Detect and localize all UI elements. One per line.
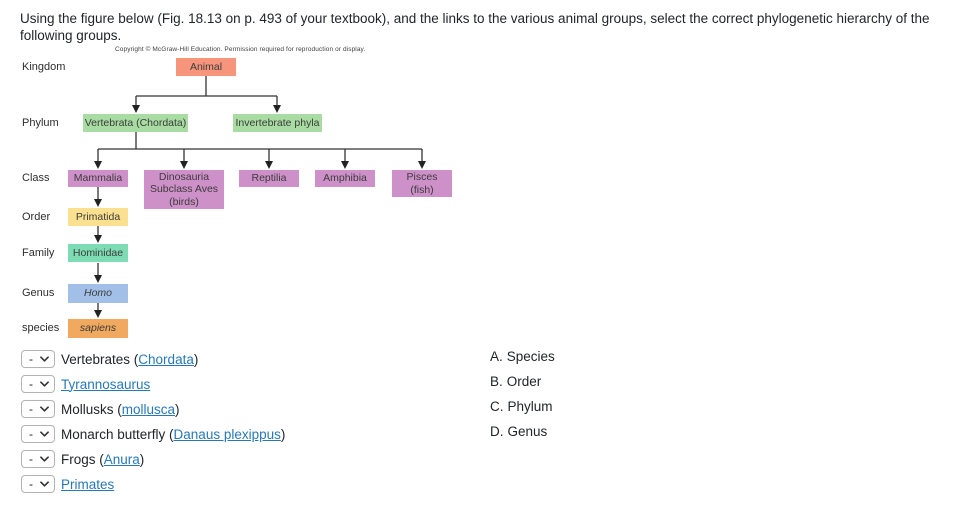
choice-label: Order (506, 374, 542, 389)
question-prefix: Mollusks ( (61, 401, 122, 417)
node-label: Subclass Aves (149, 183, 219, 196)
question-prefix: Vertebrates ( (61, 351, 139, 367)
question-prefix: Frogs ( (61, 451, 104, 467)
choice-a: A.Species (490, 349, 555, 364)
question-label: Tyrannosaurus (61, 377, 150, 392)
link-primates[interactable]: Primates (61, 476, 115, 492)
question-label: Monarch butterfly (Danaus plexippus) (61, 427, 285, 442)
link-anura[interactable]: Anura (103, 451, 140, 467)
choice-d: D.Genus (490, 424, 547, 439)
link-danaus-plexippus[interactable]: Danaus plexippus (173, 426, 281, 442)
hierarchy-select-tyrannosaurus[interactable]: - (21, 375, 55, 393)
choice-letter: D. (490, 424, 504, 439)
rank-label-class: Class (22, 172, 50, 184)
question-label: Primates (61, 477, 114, 492)
question-label: Mollusks (mollusca) (61, 402, 180, 417)
choice-c: C.Phylum (490, 399, 553, 414)
choice-label: Genus (507, 424, 548, 439)
question-prompt: Using the figure below (Fig. 18.13 on p.… (20, 11, 968, 44)
question-row-mollusks: - Mollusks (mollusca) (21, 399, 180, 419)
node-label: Hominidae (72, 246, 124, 259)
hierarchy-select-frogs[interactable]: - (21, 450, 55, 468)
node-label: Dinosauria (158, 170, 210, 183)
chevron-down-icon (40, 356, 49, 362)
link-chordata[interactable]: Chordata (138, 351, 194, 367)
link-mollusca[interactable]: mollusca (121, 401, 176, 417)
rank-label-phylum: Phylum (22, 117, 59, 129)
hierarchy-select-vertebrates[interactable]: - (21, 350, 55, 368)
choice-letter: A. (490, 349, 503, 364)
choice-letter: C. (490, 399, 504, 414)
node-pisces: Pisces (fish) (392, 170, 452, 197)
node-label: Pisces (406, 171, 438, 183)
rank-label-species: species (22, 322, 60, 334)
node-homo: Homo (68, 284, 128, 303)
question-suffix: ) (175, 401, 180, 417)
question-prefix: Monarch butterfly ( (61, 426, 174, 442)
node-label: Mammalia (73, 172, 123, 185)
node-label: Vertebrata (Chordata) (84, 116, 187, 129)
question-label: Frogs (Anura) (61, 452, 144, 467)
figure-copyright: Copyright © McGraw-Hill Education. Permi… (115, 46, 366, 53)
node-label: (birds) (169, 195, 199, 208)
node-label: Animal (189, 60, 223, 73)
chevron-down-icon (40, 406, 49, 412)
question-suffix: ) (280, 426, 286, 442)
chevron-down-icon (40, 381, 49, 387)
link-tyrannosaurus[interactable]: Tyrannosaurus (61, 376, 151, 392)
question-row-tyrannosaurus: - Tyrannosaurus (21, 374, 150, 394)
node-reptilia: Reptilia (239, 170, 299, 187)
node-dinosauria: Dinosauria Subclass Aves (birds) (144, 170, 224, 209)
prompt-line-2: following groups. (20, 27, 122, 43)
question-label: Vertebrates (Chordata) (61, 352, 198, 367)
choice-label: Species (506, 349, 555, 364)
node-amphibia: Amphibia (315, 170, 375, 187)
rank-label-kingdom: Kingdom (22, 61, 66, 73)
chevron-down-icon (40, 481, 49, 487)
node-label: Reptilia (251, 172, 287, 185)
chevron-down-icon (40, 431, 49, 437)
node-label: Amphibia (323, 172, 367, 185)
chevron-down-icon (40, 456, 49, 462)
question-row-vertebrates: - Vertebrates (Chordata) (21, 349, 198, 369)
rank-label-family: Family (22, 247, 55, 259)
select-value: - (29, 452, 33, 466)
node-hominidae: Hominidae (68, 244, 128, 262)
node-label: Homo (83, 287, 112, 300)
node-animal: Animal (176, 58, 236, 76)
question-suffix: ) (193, 351, 199, 367)
node-label: Invertebrate phyla (235, 116, 320, 129)
select-value: - (29, 402, 33, 416)
select-value: - (29, 352, 33, 366)
question-suffix: ) (139, 451, 145, 467)
rank-label-order: Order (22, 211, 51, 223)
node-invertebrate-phyla: Invertebrate phyla (233, 114, 322, 132)
choice-label: Phylum (507, 399, 553, 414)
question-row-primates: - Primates (21, 474, 114, 494)
select-value: - (29, 377, 33, 391)
question-row-monarch-butterfly: - Monarch butterfly (Danaus plexippus) (21, 424, 285, 444)
hierarchy-select-primates[interactable]: - (21, 475, 55, 493)
hierarchy-select-mollusks[interactable]: - (21, 400, 55, 418)
prompt-line-1: Using the figure below (Fig. 18.13 on p.… (20, 11, 930, 26)
select-value: - (29, 427, 33, 441)
choice-b: B.Order (490, 374, 541, 389)
question-row-frogs: - Frogs (Anura) (21, 449, 144, 469)
node-label: Primatida (75, 210, 121, 223)
choice-letter: B. (490, 374, 503, 389)
select-value: - (29, 477, 33, 491)
node-primatida: Primatida (68, 208, 128, 226)
hierarchy-select-monarch-butterfly[interactable]: - (21, 425, 55, 443)
node-mammalia: Mammalia (68, 170, 128, 187)
node-label: (fish) (410, 183, 434, 196)
rank-label-genus: Genus (22, 287, 55, 299)
node-label: sapiens (79, 322, 117, 335)
node-vertebrata: Vertebrata (Chordata) (83, 114, 188, 132)
node-sapiens: sapiens (68, 319, 128, 338)
